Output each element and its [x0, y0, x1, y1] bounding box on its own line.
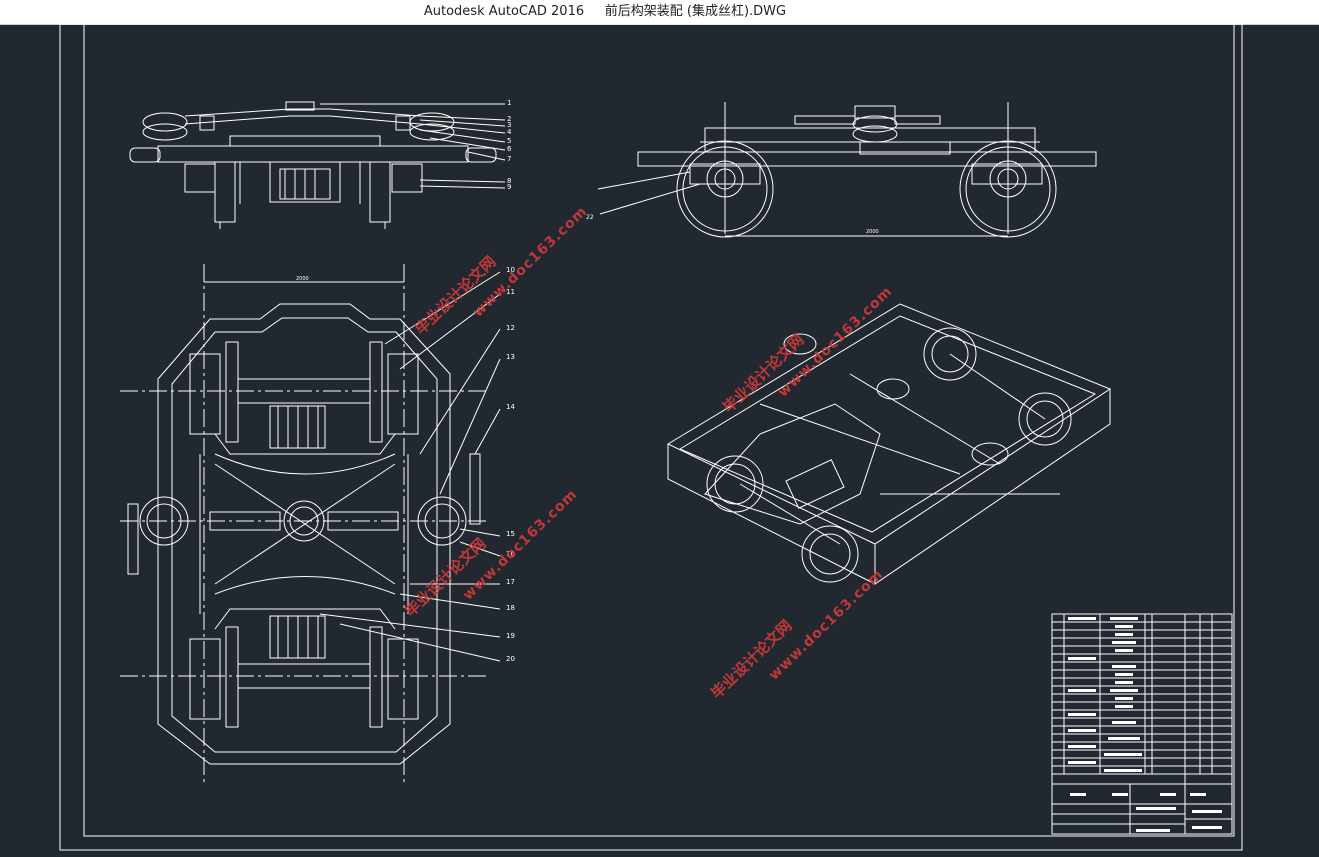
plan-width-dimension-label: 2000: [296, 276, 309, 282]
cad-drawing[interactable]: 2000 22 2000: [0, 24, 1319, 857]
sheet-inner-border: [83, 24, 1235, 837]
side-dimension: 2000: [866, 229, 879, 235]
callout-9: 9: [507, 183, 512, 191]
callout-18: 18: [506, 604, 515, 612]
callout-1: 1: [507, 99, 512, 107]
callout-5: 5: [507, 137, 512, 145]
callout-7: 7: [507, 155, 512, 163]
callout-10: 10: [506, 266, 515, 274]
callout-14: 14: [506, 403, 515, 411]
callout-15: 15: [506, 530, 515, 538]
window-title: Autodesk AutoCAD 2016 前后构架装配 (集成丝杠).DWG: [423, 4, 787, 19]
title-block: [1051, 613, 1233, 835]
callout-6: 6: [507, 145, 512, 153]
callout-4: 4: [507, 128, 512, 136]
callout-8: 8: [507, 177, 512, 185]
callout-3: 3: [507, 121, 512, 129]
plan-leader-lines: [319, 271, 501, 662]
callout-2: 2: [507, 115, 512, 123]
side-wheelbase-dimension-label: 2000: [866, 229, 879, 235]
title-bar: Autodesk AutoCAD 2016 前后构架装配 (集成丝杠).DWG: [0, 0, 1319, 25]
callout-13: 13: [506, 353, 515, 361]
sheet-outer-border: [59, 24, 1243, 851]
plan-view[interactable]: 2000: [120, 264, 501, 784]
callout-16: 16: [506, 550, 515, 558]
callout-11: 11: [506, 288, 515, 296]
callout-12: 12: [506, 324, 515, 332]
front-elevation-view[interactable]: [129, 101, 506, 229]
callout-19: 19: [506, 632, 515, 640]
callout-side: 22: [586, 214, 594, 221]
side-elevation-view[interactable]: 2000 22: [586, 102, 1097, 238]
drawing-canvas[interactable]: 2000 22 2000: [0, 24, 1319, 857]
top-leader-lines: [320, 103, 506, 189]
callout-20: 20: [506, 655, 515, 663]
isometric-view[interactable]: [666, 303, 1112, 585]
callout-17: 17: [506, 578, 515, 586]
